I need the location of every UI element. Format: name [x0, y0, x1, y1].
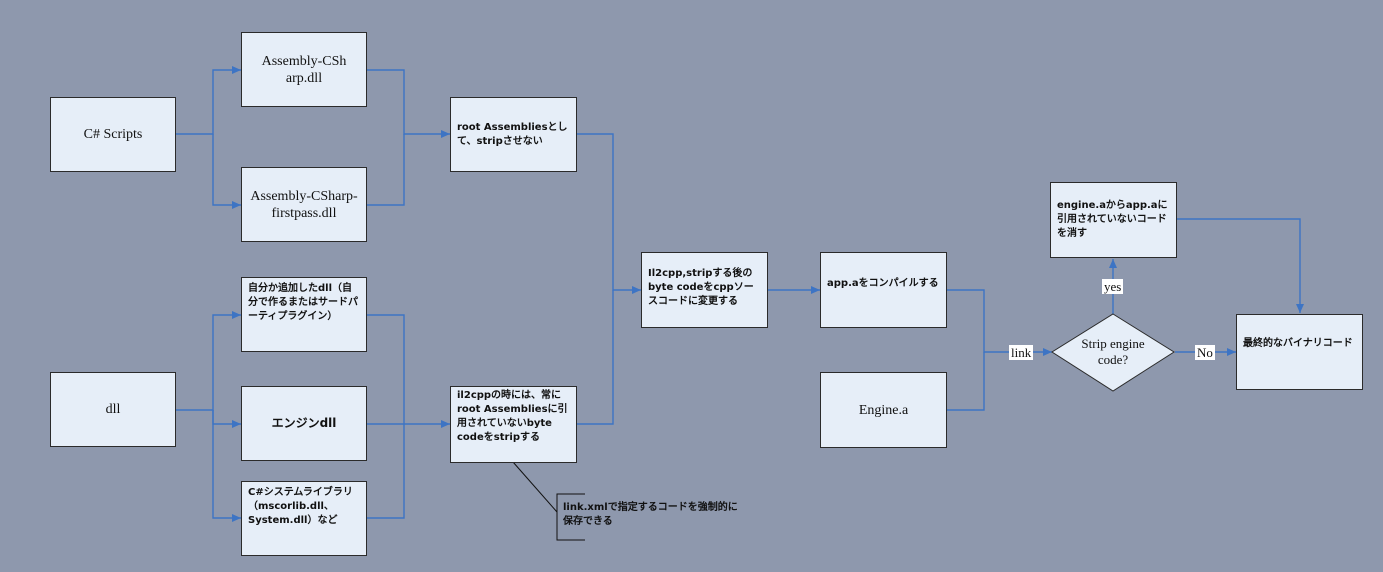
edge-assembly-to-root — [366, 69, 450, 138]
node-assembly-csharp[interactable]: Assembly-CSharp.dll — [241, 32, 367, 107]
edge-enginea-to-diamond — [946, 352, 985, 411]
edge-firstpass-to-root — [366, 134, 405, 206]
decision-label: Strip engine code? — [1081, 336, 1145, 367]
node-engine-dll[interactable]: エンジンdll — [241, 386, 367, 461]
node-engine-a[interactable]: Engine.a — [820, 372, 947, 448]
edge-label-no: No — [1195, 345, 1215, 360]
node-dll-label: dll — [105, 402, 121, 417]
node-system-lib-label: C#システムライブラリ（mscorlib.dll、System.dll）など — [248, 487, 353, 526]
node-final-binary[interactable]: 最終的なバイナリコード — [1236, 314, 1363, 390]
node-assembly-firstpass[interactable]: Assembly-CSharp-firstpass.dll — [241, 167, 367, 242]
edge-label-yes: yes — [1102, 279, 1124, 294]
node-engine-a-label: Engine.a — [858, 402, 909, 418]
decision-strip-engine-code[interactable]: Strip engine code? — [1066, 336, 1160, 368]
edge-csharp-to-assembly — [175, 66, 241, 135]
edge-dll-to-engine — [212, 410, 241, 428]
edge-strip-to-il2cpp — [576, 290, 614, 425]
node-root-assemblies[interactable]: root Assembliesとして、stripさせない — [450, 97, 577, 172]
node-remove-unused-label: engine.aからapp.aに引用されていないコードを消す — [1057, 200, 1168, 239]
node-compile-app[interactable]: app.aをコンパイルする — [820, 252, 947, 328]
edge-system-to-strip — [366, 424, 405, 519]
edge-remove-to-final — [1176, 218, 1304, 313]
edge-dll-to-user — [175, 311, 241, 411]
decision-diamond-shape — [1051, 313, 1175, 392]
node-remove-unused[interactable]: engine.aからapp.aに引用されていないコードを消す — [1050, 182, 1177, 258]
node-system-lib[interactable]: C#システムライブラリ（mscorlib.dll、System.dll）など — [241, 481, 367, 556]
edge-csharp-to-firstpass — [212, 134, 241, 209]
node-strip-unreferenced[interactable]: il2cppの時には、常にroot Assembliesに引用されていないbyt… — [450, 386, 577, 463]
edge-label-link: link — [1009, 345, 1034, 360]
edge-dll-to-system — [212, 410, 241, 522]
node-il2cpp-convert-label: Il2cpp,stripする後のbyte codeをcppソースコードに変更する — [648, 268, 754, 307]
annotation-leader — [512, 461, 558, 513]
edge-user-to-strip — [366, 314, 450, 428]
node-assembly-csharp-label: Assembly-CSharp.dll — [261, 53, 347, 86]
node-il2cpp-convert[interactable]: Il2cpp,stripする後のbyte codeをcppソースコードに変更する — [641, 252, 768, 328]
edge-root-to-il2cpp — [576, 133, 641, 294]
node-csharp-scripts[interactable]: C# Scripts — [50, 97, 176, 172]
node-dll[interactable]: dll — [50, 372, 176, 447]
node-user-dll[interactable]: 自分か追加したdll（自分で作るまたはサードパーティプラグイン） — [241, 277, 367, 352]
node-engine-dll-label: エンジンdll — [271, 416, 337, 430]
edge-compile-to-diamond — [946, 289, 1052, 356]
node-user-dll-label: 自分か追加したdll（自分で作るまたはサードパーティプラグイン） — [248, 283, 358, 322]
node-assembly-firstpass-label: Assembly-CSharp-firstpass.dll — [250, 188, 358, 221]
node-final-binary-label: 最終的なバイナリコード — [1243, 338, 1353, 349]
node-root-assemblies-label: root Assembliesとして、stripさせない — [457, 121, 568, 147]
node-strip-unreferenced-label: il2cppの時には、常にroot Assembliesに引用されていないbyt… — [457, 390, 568, 443]
node-csharp-scripts-label: C# Scripts — [83, 127, 143, 142]
annotation-link-xml: link.xmlで指定するコードを強制的に保存できる — [563, 502, 738, 527]
annotation-bracket — [556, 493, 585, 541]
node-compile-app-label: app.aをコンパイルする — [827, 278, 939, 289]
